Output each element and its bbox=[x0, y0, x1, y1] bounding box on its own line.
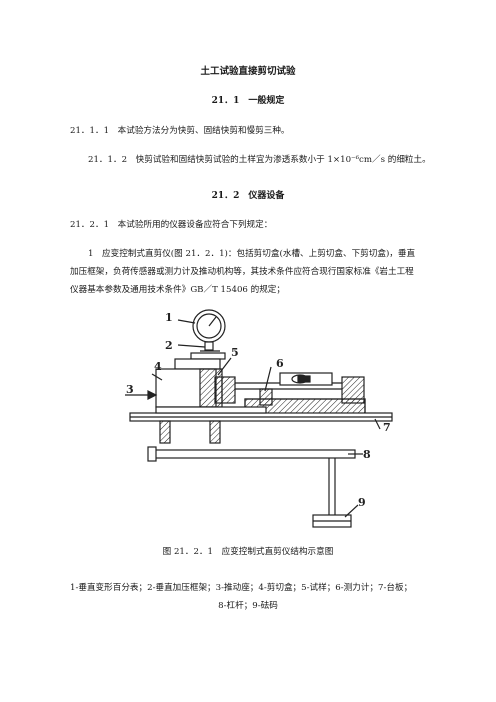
label-3: 3 bbox=[126, 383, 134, 396]
label-7: 7 bbox=[383, 421, 391, 434]
label-8: 8 bbox=[363, 448, 371, 461]
paragraph-21-2-1: 21．2．1 本试验所用的仪器设备应符合下列规定： bbox=[70, 220, 273, 230]
page-title: 土工试验直接剪切试验 bbox=[200, 66, 296, 77]
label-6: 6 bbox=[276, 357, 284, 370]
label-9: 9 bbox=[358, 496, 366, 509]
section-heading-21-2: 21．2 仪器设备 bbox=[211, 191, 285, 201]
paragraph-21-1-1: 21．1．1 本试验方法分为快剪、固结快剪和慢剪三种。 bbox=[70, 126, 290, 136]
figure-caption: 图 21．2．1 应变控制式直剪仪结构示意图 bbox=[162, 547, 334, 557]
label-1: 1 bbox=[165, 311, 173, 324]
figure-legend-line-1: 1-垂直变形百分表；2-垂直加压框架；3-推动座；4-剪切盒；5-试样；6-测力… bbox=[70, 583, 413, 593]
section-heading-21-1: 21．1 一般规定 bbox=[211, 96, 285, 106]
paragraph-21-1-2: 21．1．2 快剪试验和固结快剪试验的土样宜为渗透系数小于 1×10⁻⁶cm／s… bbox=[88, 155, 431, 165]
item-1-line-3: 仪器基本参数及通用技术条件》GB／T 15406 的规定； bbox=[70, 285, 285, 295]
item-1-line-2: 加压框架，负荷传感器或测力计及推动机构等，其技术条件应符合现行国家标准《岩土工程 bbox=[70, 267, 414, 277]
lever bbox=[154, 449, 356, 459]
label-2: 2 bbox=[165, 339, 173, 352]
label-4: 4 bbox=[154, 360, 162, 373]
item-1-line-1: 1 应变控制式直剪仪(图 21．2．1)：包括剪切盒(水槽、上剪切盒、下剪切盒)… bbox=[88, 249, 416, 259]
direct-shear-apparatus-figure: 1 2 3 4 5 6 7 8 9 bbox=[125, 309, 393, 528]
label-5: 5 bbox=[231, 346, 239, 359]
figure-legend-line-2: 8-杠杆；9-砝码 bbox=[218, 601, 278, 611]
